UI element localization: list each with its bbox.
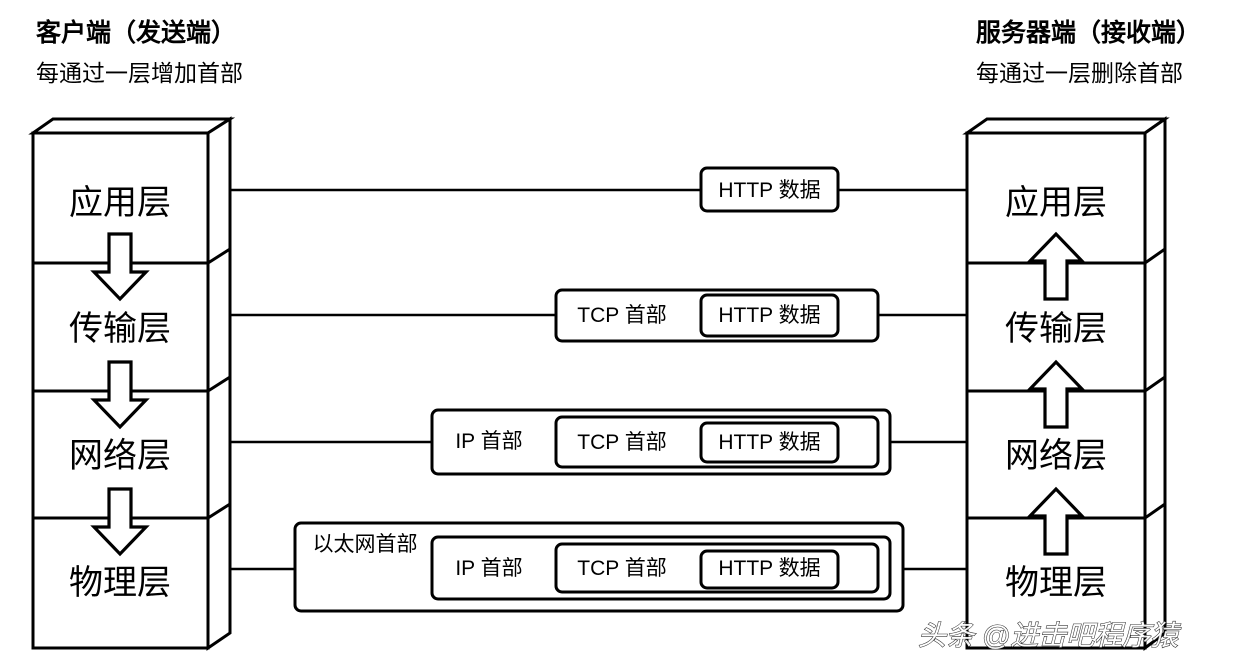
client-flow-arrows [90,232,150,557]
client-divider-2 [33,375,231,393]
packet-transport-http-label: HTTP 数据 [718,304,820,327]
packet-physical-http-label: HTTP 数据 [718,557,820,580]
packet-application: HTTP 数据 [699,166,840,213]
packet-network-ip-label: IP 首部 [455,430,522,453]
server-divider-3 [967,502,1166,520]
packet-physical-ethernet-label: 以太网首部 [313,533,418,556]
client-layer-label-transport: 传输层 [69,310,171,348]
packet-network-http-label: HTTP 数据 [718,431,820,454]
packet-transport-http-box [699,293,840,338]
client-layer-dividers [33,247,231,520]
server-layer-label-network: 网络层 [1005,437,1107,475]
client-stack-top-face [28,117,236,135]
packet-transport-tcp-label: TCP 首部 [577,304,666,327]
packet-application-http-label: HTTP 数据 [718,179,820,202]
arrow-up-icon-3 [1026,486,1086,556]
client-divider-3 [33,502,231,520]
client-layer-label-application: 应用层 [69,184,171,222]
packet-network: IP 首部 TCP 首部 HTTP 数据 [430,408,892,476]
server-layer-dividers [967,247,1166,520]
server-layer-label-application: 应用层 [1005,184,1107,222]
server-divider-2 [967,375,1166,393]
server-layer-label-transport: 传输层 [1005,310,1107,348]
arrow-down-icon-1 [90,232,150,302]
arrow-down-icon-2 [90,360,150,430]
watermark-label: 头条 @进击吧程序猿 [918,620,1181,651]
packet-physical-http-box [699,549,840,590]
server-layer-label-physical: 物理层 [1005,564,1107,602]
server-subtitle: 每通过一层删除首部 [976,60,1183,86]
packet-network-tcp-label: TCP 首部 [577,431,666,454]
client-protocol-stack: 应用层 传输层 网络层 物理层 [28,116,236,651]
packet-network-http-box [699,421,840,464]
packet-transport: TCP 首部 HTTP 数据 [554,288,880,343]
arrow-up-icon-1 [1026,231,1086,301]
client-subtitle: 每通过一层增加首部 [36,60,243,86]
arrow-down-icon-3 [90,487,150,557]
packet-physical-ip-label: IP 首部 [455,557,522,580]
server-protocol-stack: 应用层 传输层 网络层 物理层 [962,116,1170,651]
connector-lines [230,188,967,571]
client-layer-label-physical: 物理层 [69,564,171,602]
packet-application-http-box [699,166,840,213]
server-title: 服务器端（接收端） [976,18,1201,47]
packet-physical-tcp-label: TCP 首部 [577,557,666,580]
client-layer-label-network: 网络层 [69,437,171,475]
server-flow-arrows [1026,231,1086,556]
client-title: 客户端（发送端） [36,18,236,47]
server-stack-top-face [962,117,1170,135]
server-divider-1 [967,247,1166,265]
server-header: 服务器端（接收端） 每通过一层删除首部 [976,18,1201,86]
client-divider-1 [33,247,231,265]
packet-physical: 以太网首部 IP 首部 TCP 首部 HTTP 数据 [293,521,905,613]
client-header: 客户端（发送端） 每通过一层增加首部 [36,18,243,86]
arrow-up-icon-2 [1026,359,1086,429]
